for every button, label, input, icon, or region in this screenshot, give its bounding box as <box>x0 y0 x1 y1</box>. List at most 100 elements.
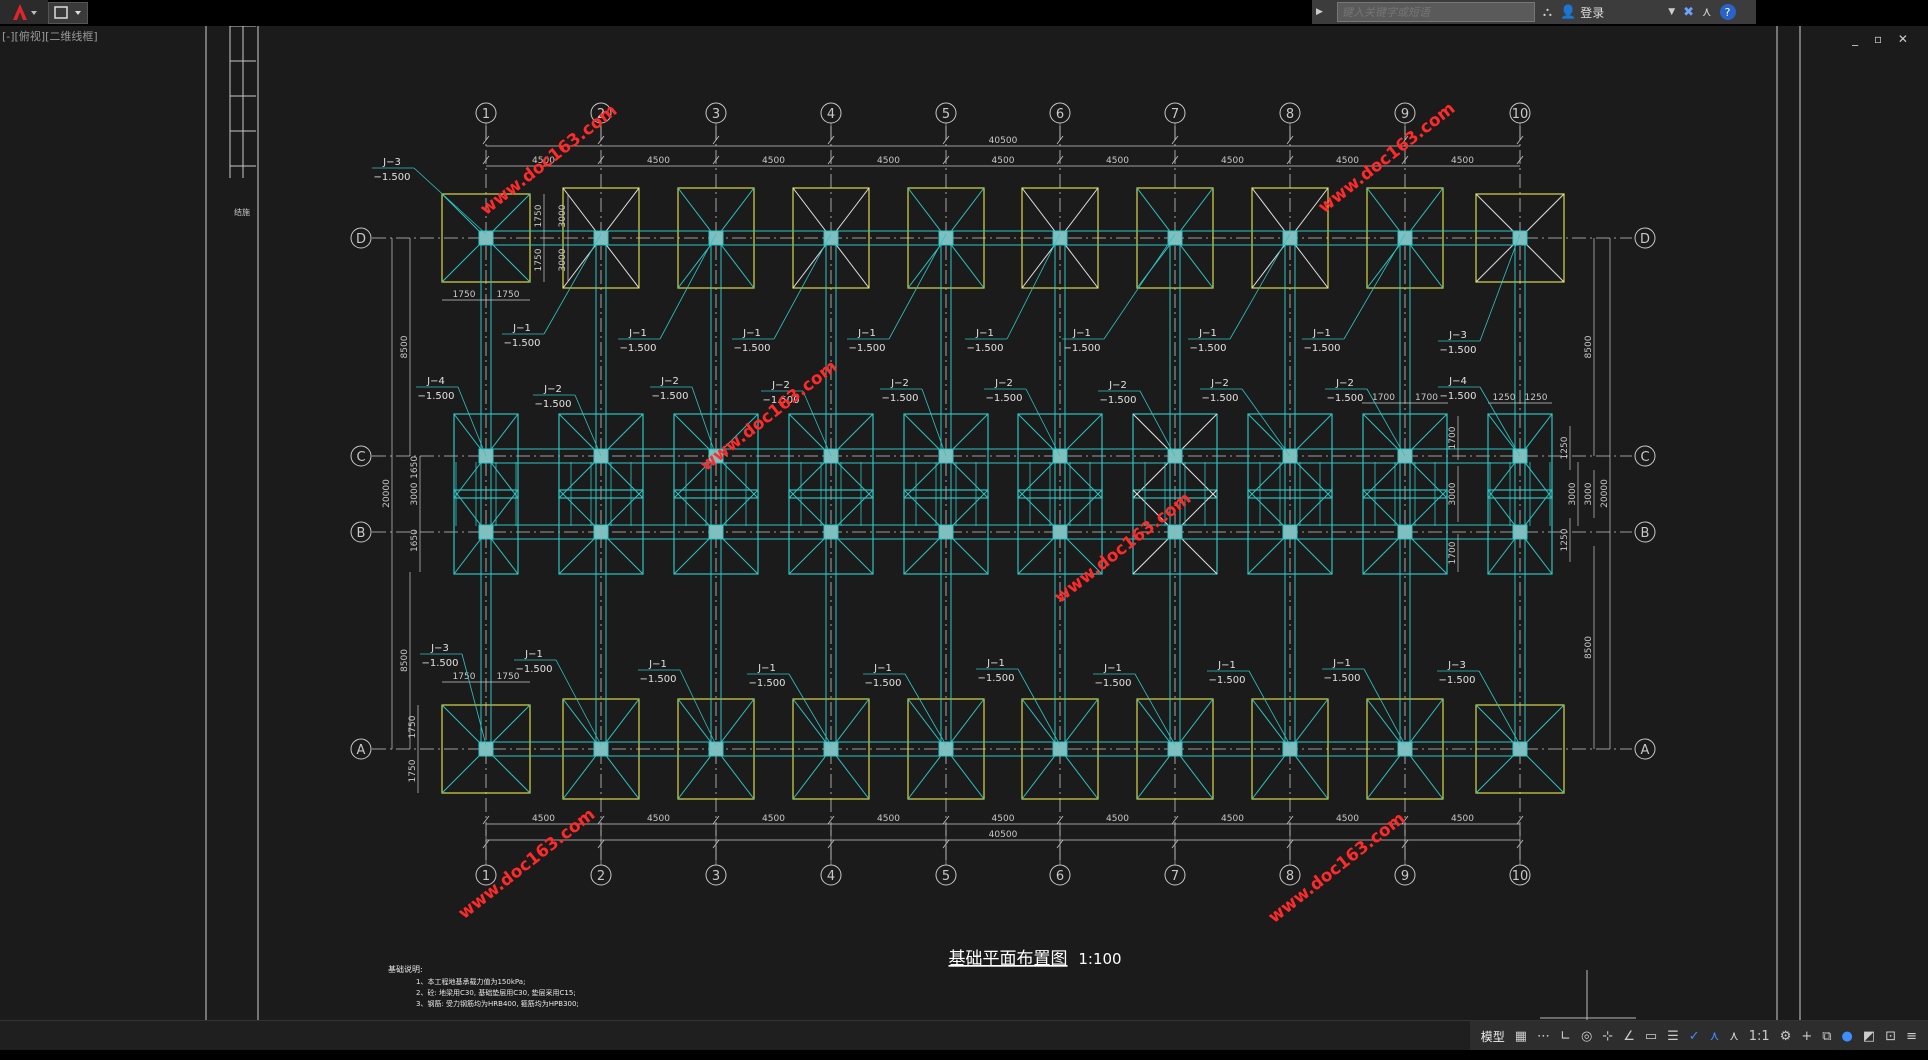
autodesk-app-icon[interactable]: ⋏ <box>1702 4 1712 20</box>
ortho-icon[interactable]: ∟ <box>1560 1028 1571 1044</box>
dim-tick <box>827 815 835 825</box>
tag-leader <box>1479 233 1521 342</box>
gear-icon[interactable]: ⚙ <box>1779 1028 1792 1044</box>
footing-outline <box>1136 698 1214 800</box>
application-menu-button[interactable] <box>0 0 48 24</box>
dim-tick <box>1516 155 1524 165</box>
column-stub <box>1282 524 1298 540</box>
clean-screen-icon[interactable]: ⊡ <box>1885 1028 1897 1044</box>
dim-text: 4500 <box>877 156 900 166</box>
dim-text: 40500 <box>989 136 1018 146</box>
column-stub <box>938 741 954 757</box>
tag-leader <box>802 390 832 457</box>
workspace-icon <box>54 6 81 19</box>
tag-leader <box>555 659 602 746</box>
grid-icon[interactable]: ▦ <box>1514 1028 1528 1044</box>
osnap-icon[interactable]: ⊹ <box>1602 1028 1614 1044</box>
axis-label: 6 <box>1056 107 1064 122</box>
footing-outline <box>788 413 874 499</box>
footing-tags: J−3−1.500J−1−1.500J−1−1.500J−1−1.500J−1−… <box>372 157 1521 746</box>
axis-label: 1 <box>482 107 490 122</box>
isolate-icon[interactable]: ◩ <box>1862 1028 1876 1044</box>
footing-outline <box>677 187 755 289</box>
dim-text: 4500 <box>877 814 900 824</box>
polar-icon[interactable]: ◎ <box>1580 1028 1593 1044</box>
tag-leader <box>574 394 602 457</box>
hardware-accel-icon[interactable]: ● <box>1841 1028 1853 1044</box>
annotation-icon[interactable]: ✓ <box>1688 1028 1700 1044</box>
footing-outline <box>1247 413 1333 499</box>
dim-text: 20000 <box>382 479 392 508</box>
footing-elevation: −1.500 <box>733 343 770 354</box>
footing-elevation: −1.500 <box>1326 393 1363 404</box>
plus-icon[interactable]: + <box>1801 1028 1813 1044</box>
dim-text: 3000 <box>558 248 568 271</box>
footing-tag: J−1 <box>757 663 776 674</box>
axis-label: 4 <box>827 107 835 122</box>
footing-tag: J−1 <box>1312 328 1331 339</box>
footing-elevation: −1.500 <box>373 172 410 183</box>
select-cycle-icon[interactable]: ▭ <box>1644 1028 1658 1044</box>
annotation-scale-icon[interactable]: ⋏ <box>1729 1028 1739 1044</box>
dim-tick <box>1401 815 1409 825</box>
dim-tick <box>1056 155 1064 165</box>
cad-drawing-area[interactable]: 结施 4050040500450045004500450045004500450… <box>0 26 1928 1020</box>
note-line: 2、砼: 地梁用C30, 基础垫层用C30, 垫层采用C15; <box>416 988 576 997</box>
dimensions: 4050040500450045004500450045004500450045… <box>382 135 1611 849</box>
dim-tick <box>597 155 605 165</box>
workspace-switch-icon[interactable]: ⧉ <box>1822 1028 1832 1044</box>
search-input[interactable] <box>1336 2 1535 22</box>
footing-elevation: −1.500 <box>421 658 458 669</box>
help-icon[interactable]: ? <box>1719 4 1736 20</box>
footing-outline <box>1251 698 1329 800</box>
footing-tag: J−1 <box>857 328 876 339</box>
footing-elevation: −1.500 <box>1323 673 1360 684</box>
user-icon[interactable]: 👤 <box>1560 4 1577 20</box>
angle-icon[interactable]: ∠ <box>1623 1028 1635 1044</box>
snap-icon[interactable]: ⋯ <box>1537 1028 1551 1044</box>
dim-text: 4500 <box>1336 814 1359 824</box>
binoculars-icon[interactable]: ⛬ <box>1542 4 1553 20</box>
axis-label: D <box>356 232 366 247</box>
footing-elevation: −1.500 <box>1208 675 1245 686</box>
model-tab[interactable]: 模型 <box>1480 1029 1505 1044</box>
footing-elevation: −1.500 <box>1438 675 1475 686</box>
tag-leader <box>457 386 487 457</box>
footing-outline <box>1132 489 1218 575</box>
footing-elevation: −1.500 <box>1439 391 1476 402</box>
footing-elevation: −1.500 <box>503 338 540 349</box>
dim-text: 1750 <box>453 672 476 682</box>
dim-text: 1650 <box>410 456 420 479</box>
watermark-text: www.doc163.com <box>477 101 622 220</box>
axis-label: A <box>357 743 366 758</box>
lineweight-icon[interactable]: ☰ <box>1667 1028 1679 1044</box>
quick-access-toolbar[interactable] <box>48 2 88 24</box>
viewport-controls[interactable]: [-][俯视][二维线框] <box>2 30 98 43</box>
footing-elevation: −1.500 <box>534 399 571 410</box>
login-button[interactable]: 登录 <box>1580 5 1605 20</box>
footing-tag: J−3 <box>382 157 401 168</box>
tag-leader <box>1025 388 1061 457</box>
dim-text: 4500 <box>1336 156 1359 166</box>
scale-dropdown[interactable]: 1:1 <box>1748 1028 1770 1044</box>
axis-label: B <box>357 526 366 541</box>
chevron-down-icon[interactable]: ▼ <box>1668 7 1676 17</box>
dim-text: 4500 <box>1451 156 1474 166</box>
footing-tag: J−1 <box>873 663 892 674</box>
tag-leader <box>679 669 717 746</box>
axis-label: 5 <box>942 107 950 122</box>
customize-menu-icon[interactable]: ≡ <box>1906 1028 1917 1044</box>
dim-tick <box>597 815 605 825</box>
column-stub <box>1282 741 1298 757</box>
annotation-visibility-icon[interactable]: ⋏ <box>1709 1028 1720 1044</box>
drawing-window-controls[interactable]: _ ▫ ✕ <box>1852 32 1914 46</box>
footing-tag: J−1 <box>512 323 531 334</box>
footing-outline <box>1362 413 1448 499</box>
expand-arrow-icon[interactable]: ▶ <box>1316 7 1323 17</box>
dim-text: 3000 <box>558 204 568 227</box>
footing-tag: J−2 <box>1335 378 1354 389</box>
footing-outline <box>1487 413 1553 499</box>
axis-bubble <box>350 445 372 467</box>
footing-tag: J−1 <box>1217 660 1236 671</box>
exchange-icon[interactable]: ✖ <box>1683 4 1695 20</box>
